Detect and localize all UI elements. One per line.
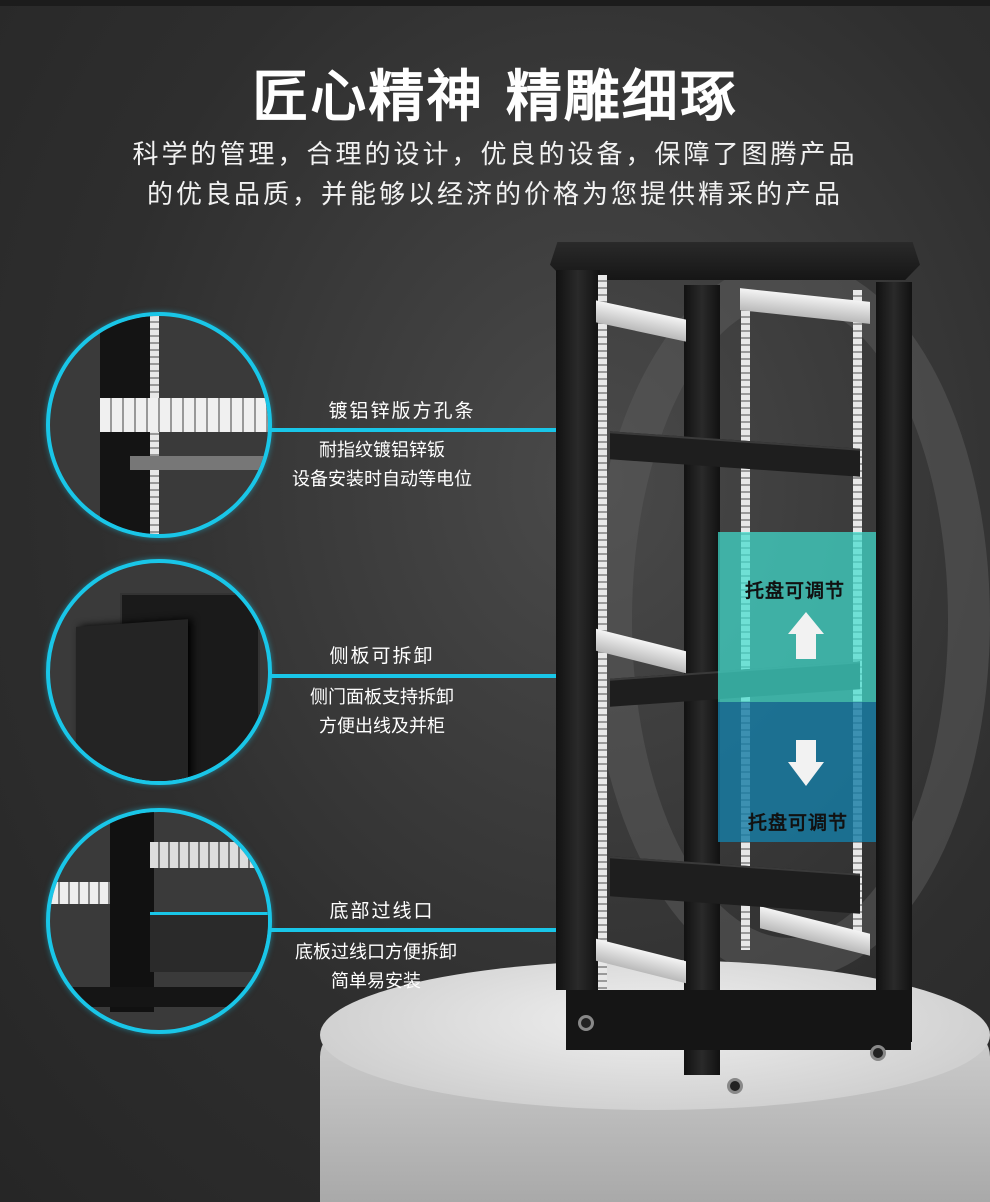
rack-post (556, 270, 600, 990)
arrow-up-icon (788, 612, 824, 634)
arrow-down-icon-stem (796, 740, 816, 762)
rack-bar (596, 300, 686, 342)
top-bar (0, 0, 990, 6)
rack-post (876, 282, 912, 1042)
detail-image-side-panel (46, 559, 272, 785)
rack-base (566, 990, 911, 1050)
feature-title-1: 镀铝锌版方孔条 (328, 400, 476, 422)
feature-desc-3a: 底板过线口方便拆卸 (295, 942, 457, 963)
feature-title-2: 侧板可拆卸 (329, 645, 435, 667)
arrow-down-icon (788, 762, 824, 786)
tray-down-label: 托盘可调节 (748, 812, 849, 834)
rack-wheel (578, 1015, 594, 1031)
subtitle-line-1: 科学的管理，合理的设计，优良的设备，保障了图腾产品 (132, 140, 858, 170)
rack-wheel (870, 1045, 886, 1061)
feature-desc-3b: 简单易安装 (331, 971, 421, 992)
feature-desc-1b: 设备安装时自动等电位 (292, 469, 472, 490)
arrow-up-icon-stem (796, 633, 816, 659)
connector-line-2 (270, 674, 558, 678)
subtitle-line-2: 的优良品质，并能够以经济的价格为您提供精采的产品 (146, 180, 843, 210)
feature-desc-1a: 耐指纹镀铝锌钣 (319, 440, 445, 461)
tray-up-label: 托盘可调节 (745, 580, 846, 602)
connector-line-3 (270, 928, 558, 932)
feature-title-3: 底部过线口 (329, 900, 435, 922)
rack-top (550, 242, 920, 280)
detail-image-cable-entry (46, 808, 272, 1034)
connector-line-1 (270, 428, 558, 432)
feature-desc-2a: 侧门面板支持拆卸 (310, 687, 454, 708)
feature-desc-2b: 方便出线及并柜 (319, 716, 445, 737)
rack-wheel (727, 1078, 743, 1094)
detail-image-rail (46, 312, 272, 538)
page-title: 匠心精神 精雕细琢 (252, 65, 738, 130)
